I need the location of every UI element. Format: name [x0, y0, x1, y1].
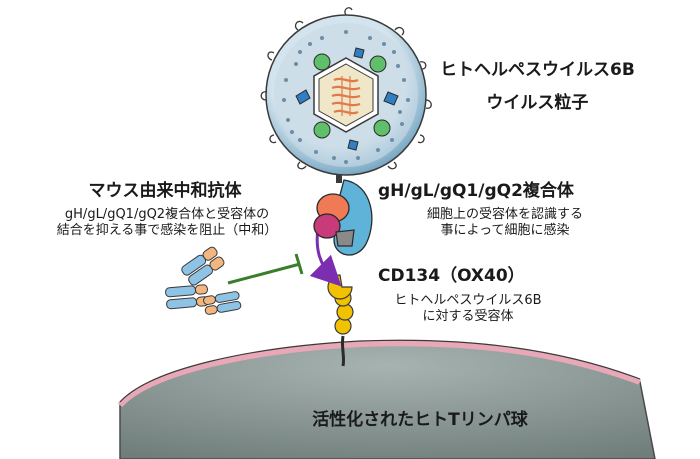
t-cell [117, 339, 656, 459]
inhibition-arrow [227, 253, 304, 285]
receptor-desc-line2: に対する受容体 [422, 309, 514, 325]
cell-membrane [117, 340, 642, 408]
virus-name-line1: ヒトヘルペスウイルス6B [440, 60, 635, 80]
complex-description: 細胞上の受容体を認識する 事によって細胞に感染 [405, 207, 605, 240]
receptor-title: CD134（OX40） [378, 266, 525, 286]
glycoprotein-complex [313, 163, 373, 256]
complex-desc-line2: 事によって細胞に感染 [440, 223, 570, 239]
complex-title: gH/gL/gQ1/gQ2複合体 [378, 181, 574, 201]
antibody-description: gH/gL/gQ1/gQ2複合体と受容体の 結合を抑える事で感染を阻止（中和） [32, 207, 302, 240]
antibody-desc-line1: gH/gL/gQ1/gQ2複合体と受容体の [64, 207, 270, 222]
hhv6b-virion [260, 7, 432, 176]
virus-label: ヒトヘルペスウイルス6B ウイルス粒子 [440, 60, 635, 115]
receptor-description: ヒトヘルペスウイルス6B に対する受容体 [368, 293, 568, 326]
complex-desc-line1: 細胞上の受容体を認識する [426, 207, 583, 222]
virus-name-line2: ウイルス粒子 [486, 93, 589, 114]
antibody-desc-line2: 結合を抑える事で感染を阻止（中和） [56, 223, 278, 239]
receptor-desc-line1: ヒトヘルペスウイルス6B [394, 293, 542, 308]
cell-title: 活性化されたヒトTリンパ球 [312, 410, 528, 430]
antibody-icons [165, 246, 242, 315]
cd134-receptor [327, 274, 354, 367]
antibody-title: マウス由来中和抗体 [88, 181, 242, 201]
